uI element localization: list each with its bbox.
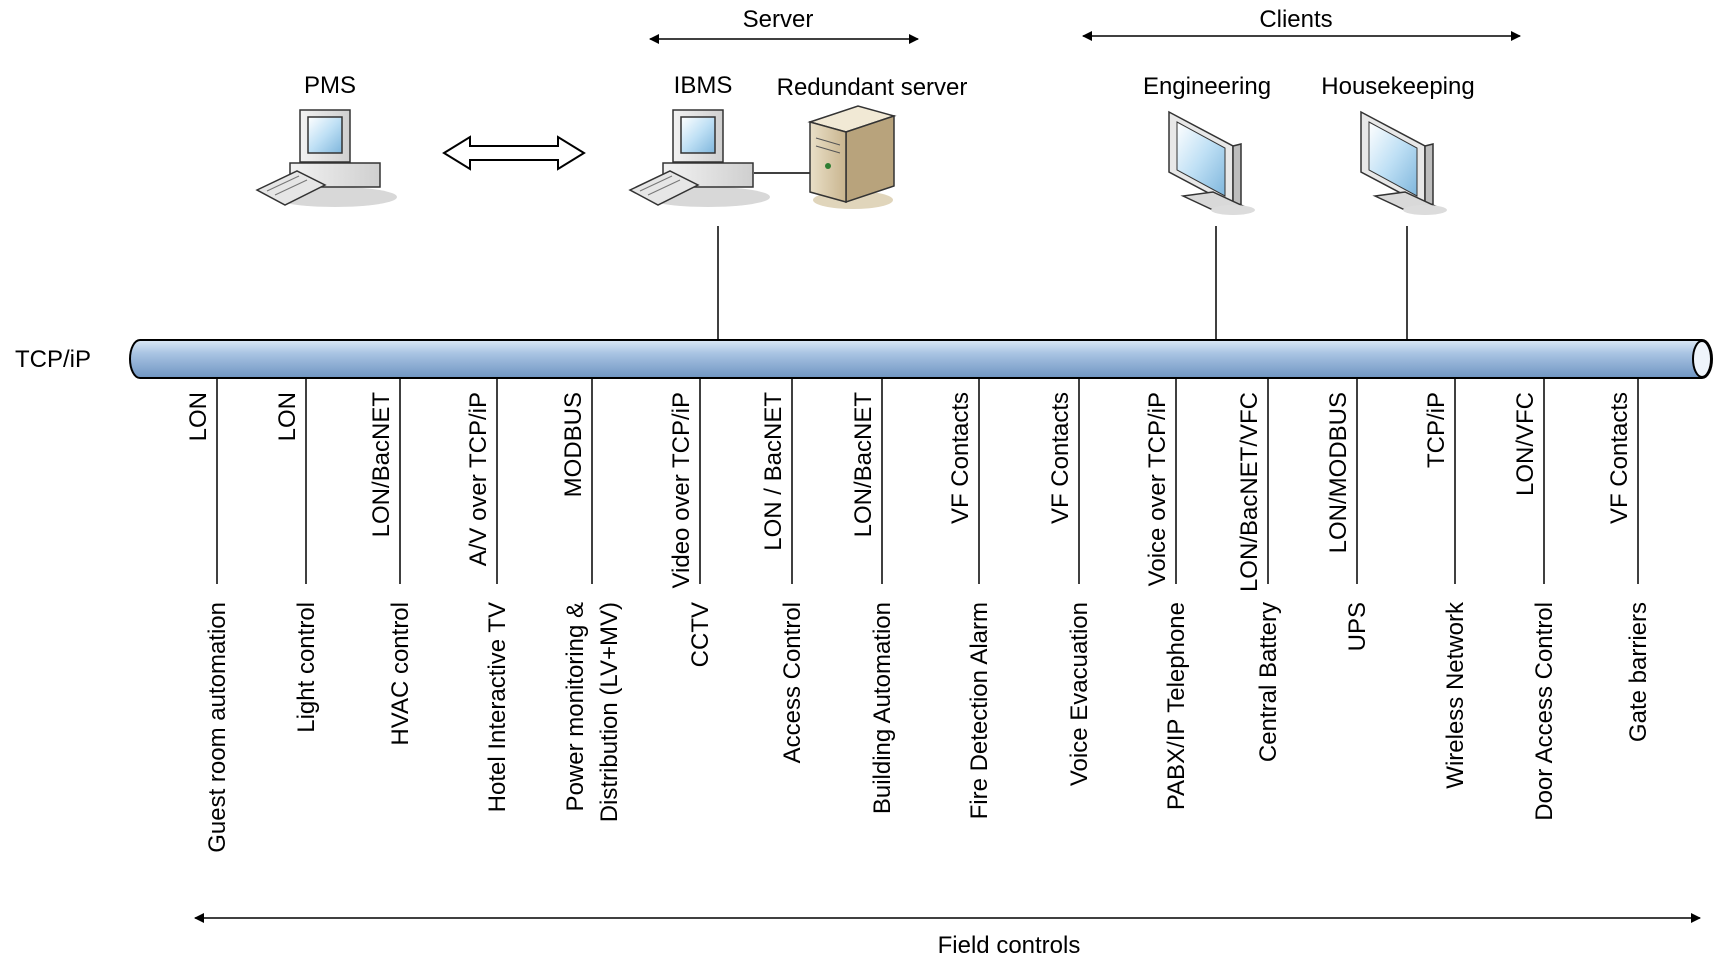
system-label-wireless-network: Wireless Network (1442, 601, 1469, 789)
pms-ibms-link-arrow (442, 135, 586, 171)
pms-label: PMS (304, 72, 356, 99)
protocol-label-voice-evacuation: VF Contacts (1047, 392, 1074, 524)
protocol-label-power-monitoring-distribution-lv-mv: MODBUS (560, 392, 587, 497)
clients-group-arrow: Clients (1082, 6, 1521, 41)
protocol-label-gate-barriers: VF Contacts (1606, 392, 1633, 524)
protocol-label-wireless-network: TCP/iP (1423, 392, 1450, 468)
bus-label: TCP/iP (15, 346, 91, 373)
system-label-gate-barriers: Gate barriers (1625, 602, 1652, 742)
protocol-label-light-control: LON (274, 392, 301, 441)
system-label-power-monitoring-distribution-lv-mv-line-2: Distribution (LV+MV) (596, 602, 623, 822)
redundant-server-label: Redundant server (777, 74, 968, 101)
housekeeping-label: Housekeeping (1321, 73, 1474, 100)
protocol-label-fire-detection-alarm: VF Contacts (947, 392, 974, 524)
system-label-central-battery: Central Battery (1255, 602, 1282, 762)
protocol-label-access-control: LON / BacNET (760, 392, 787, 551)
ibms-workstation-icon (628, 109, 770, 207)
engineering-monitor-icon (1168, 110, 1255, 215)
system-label-hotel-interactive-tv: Hotel Interactive TV (484, 602, 511, 812)
protocol-label-pabx-ip-telephone: Voice over TCP/iP (1144, 392, 1171, 586)
system-label-hvac-control: HVAC control (387, 602, 414, 746)
protocol-label-building-automation: LON/BacNET (850, 392, 877, 538)
system-label-access-control: Access Control (779, 602, 806, 763)
protocol-label-hotel-interactive-tv: A/V over TCP/iP (465, 392, 492, 566)
protocol-label-guest-room-automation: LON (185, 392, 212, 441)
protocol-label-cctv: Video over TCP/iP (668, 392, 695, 589)
system-label-voice-evacuation: Voice Evacuation (1066, 602, 1093, 786)
server-group-arrow: Server (649, 6, 919, 44)
system-label-fire-detection-alarm: Fire Detection Alarm (966, 602, 993, 819)
field-systems-group: LON Guest room automation LON Light control… (185, 378, 1652, 853)
tcpip-bus-pipe (129, 339, 1713, 379)
server-label: Server (743, 6, 814, 33)
redundant-server-icon (807, 105, 897, 209)
protocol-label-hvac-control: LON/BacNET (368, 392, 395, 538)
field-controls-arrow: Field controls (194, 913, 1701, 959)
protocol-label-door-access-control: LON/VFC (1512, 392, 1539, 496)
system-label-light-control: Light control (293, 602, 320, 733)
clients-label: Clients (1259, 6, 1332, 33)
system-label-pabx-ip-telephone: PABX/IP Telephone (1163, 602, 1190, 810)
ibms-label: IBMS (674, 72, 733, 99)
pms-workstation-icon (255, 109, 397, 207)
protocol-label-central-battery: LON/BacNET/VFC (1236, 392, 1263, 592)
system-label-power-monitoring-distribution-lv-mv-line-1: Power monitoring & (562, 602, 589, 811)
system-label-door-access-control: Door Access Control (1531, 602, 1558, 821)
system-label-building-automation: Building Automation (869, 602, 896, 814)
system-label-ups: UPS (1344, 602, 1371, 651)
engineering-label: Engineering (1143, 73, 1271, 100)
field-controls-label: Field controls (938, 932, 1081, 959)
protocol-label-ups: LON/MODBUS (1325, 392, 1352, 553)
housekeeping-monitor-icon (1360, 110, 1447, 215)
system-label-guest-room-automation: Guest room automation (204, 602, 231, 853)
system-label-cctv: CCTV (687, 602, 714, 667)
